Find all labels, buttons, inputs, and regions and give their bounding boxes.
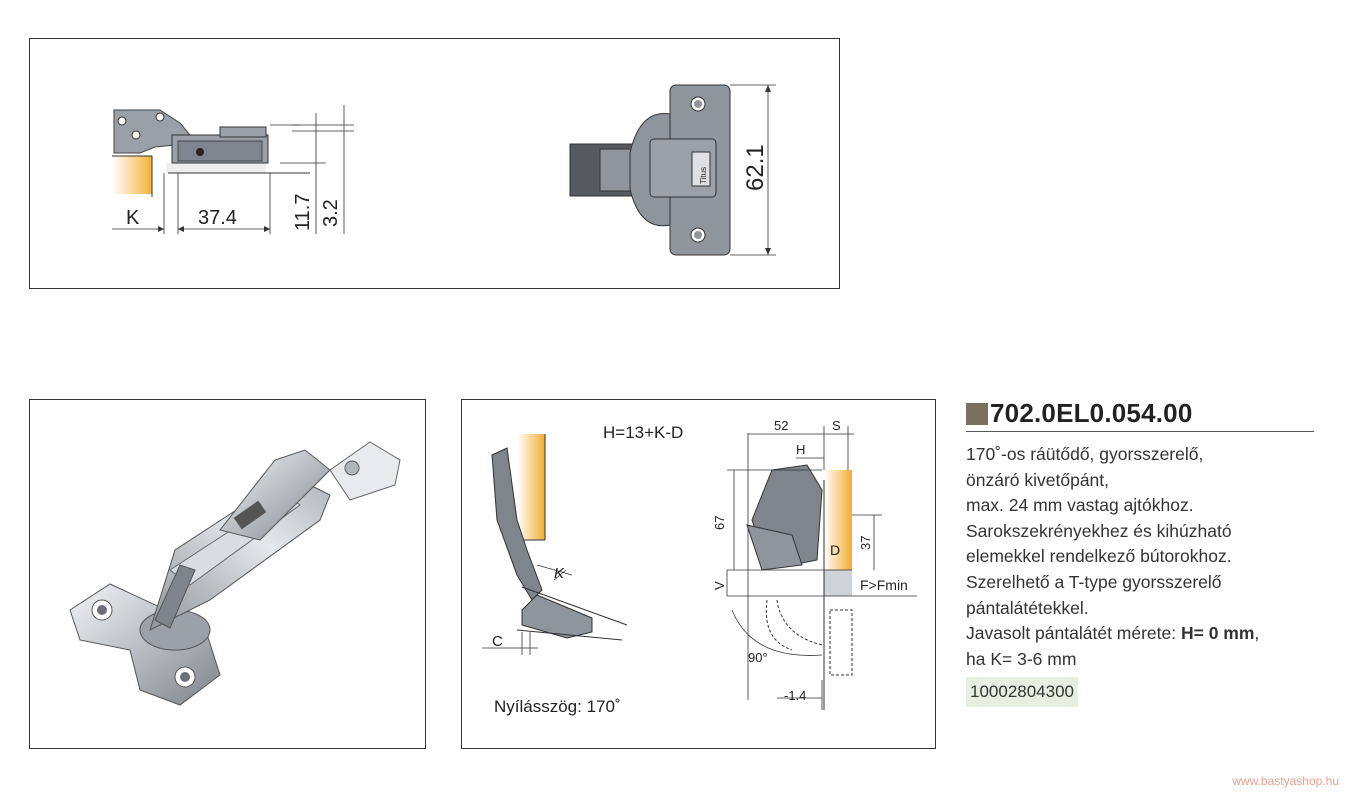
- label-c: C: [492, 633, 503, 650]
- article-number[interactable]: 10002804300: [966, 677, 1079, 708]
- title-square-icon: [966, 402, 988, 425]
- dim-plate-height-label: 62.1: [742, 144, 769, 191]
- recommendation-line: Javasolt pántalátét mérete: H= 0 mm,: [966, 621, 1314, 647]
- description-line: Szerelhető a T-type gyorsszerelő: [966, 571, 1222, 592]
- dim-minus: -1.4: [784, 688, 806, 703]
- description-line: max. 24 mm vastag ajtókhoz.: [966, 495, 1194, 516]
- dim-52: 52: [774, 418, 788, 433]
- dim-d: D: [830, 542, 840, 558]
- brand-mark: Titus: [699, 167, 708, 184]
- description-line: önzáró kivetőpánt,: [966, 469, 1110, 490]
- dimension-drawing-panel: K 37.4 11.7 3.2 Titus 62.1: [29, 38, 840, 289]
- installation-drawing: C K H=13+K-D Nyílásszög: 170˚ 52 S H: [482, 418, 917, 716]
- recommendation-prefix: Javasolt pántalátét mérete:: [966, 623, 1181, 644]
- recommendation-line-2: ha K= 3-6 mm: [966, 648, 1077, 669]
- dim-height-2-label: 3.2: [320, 199, 342, 227]
- force-label: F>Fmin: [860, 577, 908, 593]
- description-line: pántalátétekkel.: [966, 597, 1089, 618]
- angle-label: 90°: [748, 650, 768, 665]
- recommendation-value: H= 0 mm: [1180, 623, 1255, 644]
- watermark: www.bastyashop.hu: [1232, 774, 1339, 788]
- dim-cup-width-label: 37.4: [198, 207, 237, 229]
- description-line: elemekkel rendelkező bútorokhoz.: [966, 546, 1232, 567]
- dim-37: 37: [858, 536, 873, 550]
- dim-s: S: [832, 418, 841, 433]
- product-description: 170˚-os ráütődő, gyorsszerelő, önzáró ki…: [966, 442, 1314, 672]
- formula-label: H=13+K-D: [603, 423, 683, 442]
- hinge-side-view: [112, 105, 354, 234]
- product-title-row: 702.0EL0.054.00: [966, 398, 1314, 432]
- hinge-photo: [69, 441, 401, 706]
- installation-drawing-panel: C K H=13+K-D Nyílásszög: 170˚ 52 S H: [461, 399, 936, 749]
- dim-v: V: [712, 581, 727, 590]
- hinge-top-view: [569, 84, 776, 256]
- label-k: K: [554, 565, 565, 582]
- dim-h: H: [796, 442, 805, 457]
- product-code: 702.0EL0.054.00: [990, 398, 1193, 428]
- dim-k-label: K: [126, 207, 140, 229]
- description-line: 170˚-os ráütődő, gyorsszerelő,: [966, 444, 1204, 464]
- dim-height-1-label: 11.7: [292, 194, 314, 231]
- recommendation-suffix: ,: [1254, 623, 1260, 644]
- product-info: 702.0EL0.054.00 170˚-os ráütődő, gyorssz…: [966, 398, 1314, 708]
- hinge-dimension-drawing: K 37.4 11.7 3.2 Titus 62.1: [112, 84, 776, 256]
- opening-angle-label: Nyílásszög: 170˚: [494, 697, 621, 716]
- product-photo-panel: [29, 399, 426, 749]
- dim-67: 67: [712, 516, 727, 530]
- description-line: Sarokszekrényekhez és kihúzható: [966, 520, 1232, 541]
